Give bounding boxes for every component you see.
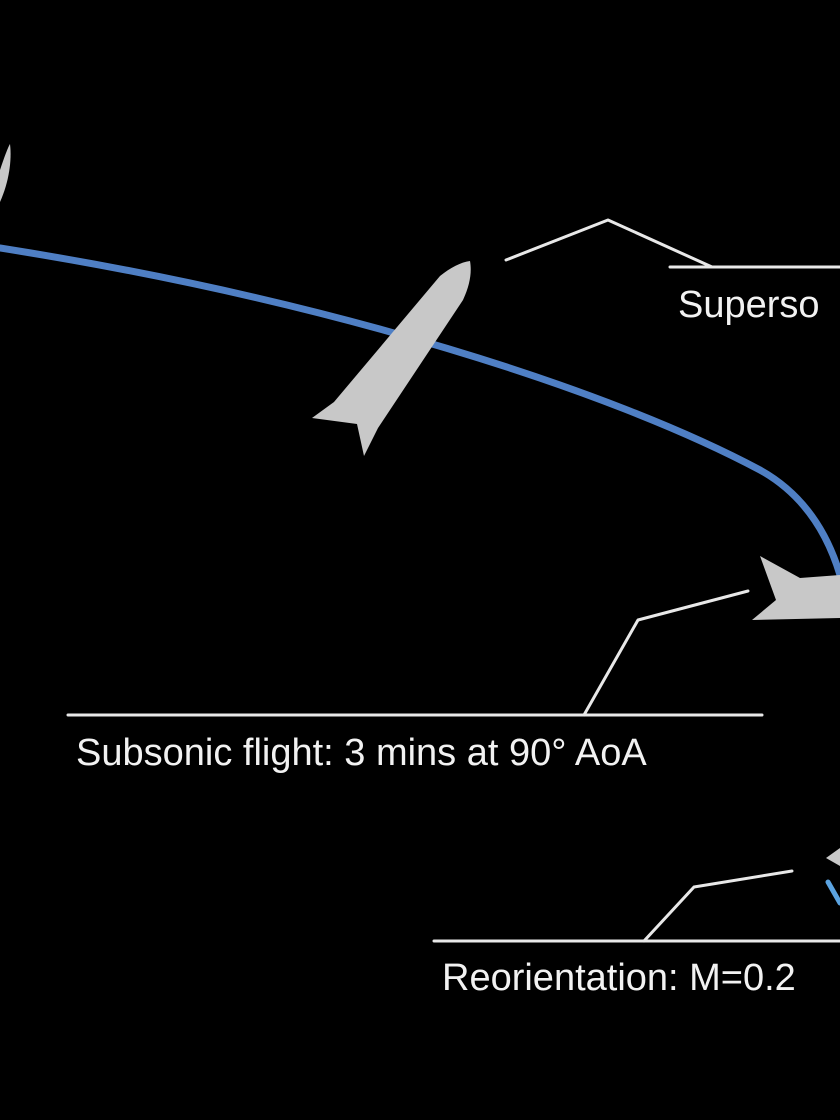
reorientation-leader-line bbox=[642, 869, 794, 943]
vehicle-reorientation-fragment bbox=[826, 848, 840, 866]
subsonic-leader-line bbox=[582, 589, 750, 717]
reorientation-trajectory bbox=[825, 879, 840, 906]
vehicle-top-left bbox=[0, 144, 11, 202]
supersonic-leader-line bbox=[504, 218, 714, 269]
reorientation-label: Reorientation: M=0.2 bbox=[442, 957, 796, 999]
vehicle-subsonic bbox=[752, 556, 840, 620]
subsonic-label: Subsonic flight: 3 mins at 90° AoA bbox=[76, 732, 647, 774]
descent-trajectory bbox=[0, 244, 840, 579]
vehicle-supersonic bbox=[312, 261, 471, 456]
supersonic-label: Superso bbox=[678, 284, 820, 326]
